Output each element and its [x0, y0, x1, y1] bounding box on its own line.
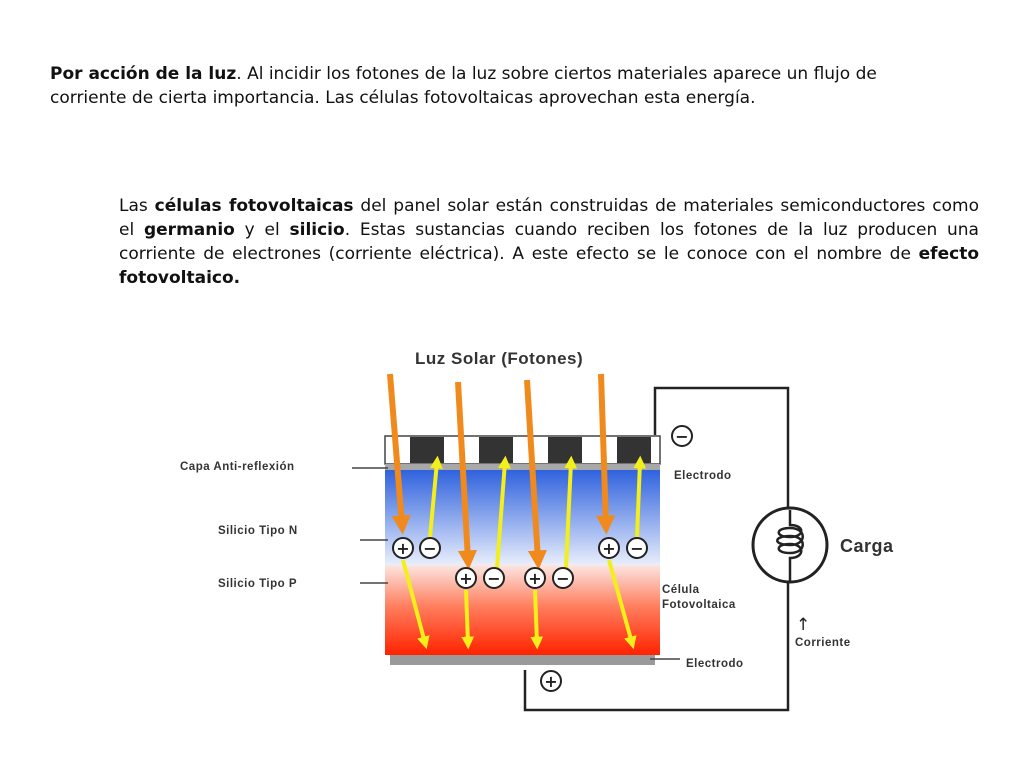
current-arrow-icon: ↑	[796, 615, 810, 635]
label-cell-line1: Célula	[662, 584, 700, 596]
hole-arrow-down-icon	[607, 559, 637, 650]
charge-pair: + −	[524, 567, 574, 589]
plus-symbol: +	[528, 569, 541, 588]
minus-charge-icon	[552, 567, 574, 589]
plus-symbol: +	[459, 569, 472, 588]
minus-symbol: −	[630, 539, 643, 558]
photon-arrow-icon	[524, 379, 547, 570]
paragraph-photovoltaic-cells: Las células fotovoltaicas del panel sola…	[119, 194, 979, 290]
paragraph-text: . Al incidir los fotones de la luz sobre…	[50, 64, 877, 108]
charge-pair: + −	[392, 537, 441, 559]
contact-finger	[617, 437, 651, 463]
text-fragment: Las	[119, 196, 155, 216]
label-electrode-top: Electrodo	[674, 470, 732, 482]
positive-terminal-icon	[540, 670, 562, 692]
label-silicon-p: Silicio Tipo P	[218, 578, 297, 590]
charge-pair: + −	[455, 567, 505, 589]
contact-finger	[479, 437, 513, 463]
bold-term-silicon: silicio	[289, 220, 345, 240]
plus-charge-icon	[392, 537, 414, 559]
minus-symbol: −	[487, 569, 500, 588]
contact-finger	[548, 437, 582, 463]
plus-charge-icon	[524, 567, 546, 589]
plus-symbol: +	[396, 539, 409, 558]
minus-charge-icon	[626, 537, 648, 559]
bold-term-pv-effect: efecto fotovoltaico.	[119, 244, 979, 288]
bold-term-cells: células fotovoltaicas	[154, 196, 354, 216]
contact-finger	[410, 437, 444, 463]
label-load: Carga	[840, 536, 894, 556]
minus-charge-icon	[419, 537, 441, 559]
bottom-electrode	[390, 655, 655, 665]
minus-charge-icon	[483, 567, 505, 589]
hole-arrow-down-icon	[530, 589, 544, 650]
anti-reflection-layer	[385, 464, 660, 470]
photon-arrow-icon	[596, 373, 616, 535]
text-fragment: . Estas sustancias cuando reciben los fo…	[119, 220, 979, 264]
paragraph-light-action: Por acción de la luz. Al incidir los fot…	[50, 62, 920, 110]
text-fragment: del panel solar están construidas de mat…	[119, 196, 979, 240]
text-fragment: y el	[234, 220, 290, 240]
minus-symbol: −	[423, 539, 436, 558]
negative-terminal-symbol: −	[675, 427, 688, 446]
filament-coil-icon	[776, 510, 804, 581]
diagram-title: Luz Solar (Fotones)	[415, 349, 583, 368]
label-cell-line2: Fotovoltaica	[662, 599, 736, 611]
label-current: Corriente	[795, 637, 851, 649]
plus-symbol: +	[602, 539, 615, 558]
electron-arrow-up-icon	[428, 455, 443, 538]
label-silicon-n: Silicio Tipo N	[218, 525, 298, 537]
plus-charge-icon	[455, 567, 477, 589]
charge-pair: + −	[598, 537, 648, 559]
hole-arrow-down-icon	[461, 589, 475, 650]
label-electrode-bottom: Electrodo	[686, 658, 744, 670]
hole-arrow-down-icon	[401, 559, 430, 650]
photon-arrow-icon	[455, 381, 478, 570]
negative-terminal-icon	[671, 425, 693, 447]
positive-terminal-symbol: +	[544, 672, 557, 691]
bold-lead: Por acción de la luz	[50, 64, 237, 84]
electron-arrow-up-icon	[495, 455, 511, 569]
plus-charge-icon	[598, 537, 620, 559]
minus-symbol: −	[556, 569, 569, 588]
electron-arrow-up-icon	[633, 455, 647, 538]
photon-arrow-icon	[387, 373, 411, 535]
label-anti-reflection: Capa Anti-reflexión	[180, 461, 295, 473]
electron-arrow-up-icon	[564, 455, 578, 569]
bold-term-germanium: germanio	[143, 220, 235, 240]
